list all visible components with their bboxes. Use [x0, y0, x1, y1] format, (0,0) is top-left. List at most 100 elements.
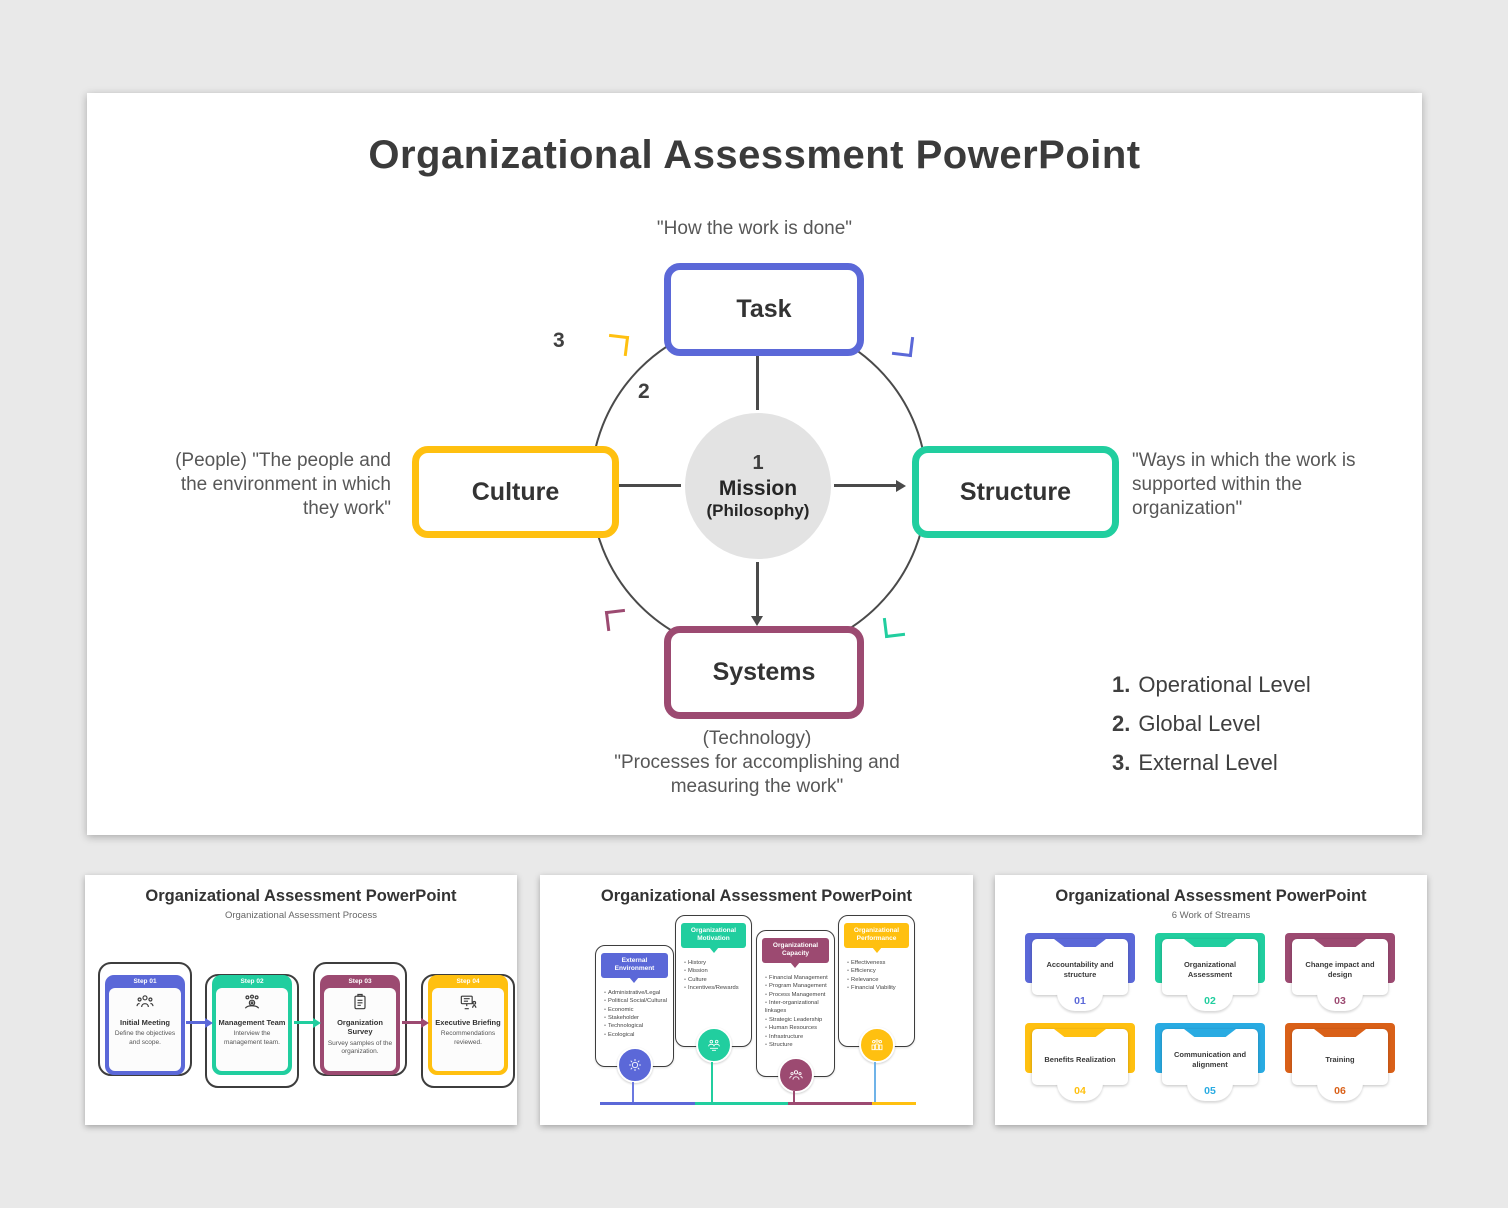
step-title: Executive Briefing	[435, 1018, 501, 1027]
card-notch	[1184, 1029, 1236, 1037]
systems-quote-line: (Technology)	[702, 728, 812, 749]
list-item: Culture	[684, 976, 748, 984]
framework-column-organizational-performance: Organizational Performance Effectiveness…	[838, 915, 915, 1063]
systems-node: Systems	[664, 626, 864, 719]
arrow-to-structure	[834, 484, 898, 487]
list-item: Economic	[604, 1006, 670, 1014]
list-item: Mission	[684, 967, 748, 975]
stream-card-5: Communication and alignment 05	[1155, 1023, 1265, 1101]
column-stem-line	[711, 1062, 713, 1102]
slide-subtitle: 6 Work of Streams	[1171, 910, 1251, 921]
step-body: Organization Survey Survey samples of th…	[324, 988, 396, 1071]
structure-quote-line: supported within the	[1132, 474, 1303, 495]
list-item: Inter-organizational linkages	[765, 999, 831, 1016]
slide-title: Organizational Assessment PowerPoint	[145, 887, 457, 905]
culture-quote-line: (People) "The people and	[175, 450, 391, 471]
stream-label: Change impact and design	[1305, 959, 1375, 979]
card-body: Training	[1292, 1029, 1388, 1085]
arrow-to-systems-head-icon	[751, 616, 763, 626]
systems-quote-line: "Processes for accomplishing and	[614, 752, 900, 773]
stream-card-2: Organizational Assessment 02	[1155, 933, 1265, 1011]
stream-label: Accountability and structure	[1046, 959, 1114, 979]
column-stem-line	[874, 1062, 876, 1102]
level-2-number: 2	[638, 380, 650, 403]
stream-label: Training	[1325, 1054, 1355, 1064]
arrow-to-structure-head-icon	[896, 480, 906, 492]
list-item: Strategic Leadership	[765, 1016, 831, 1024]
structure-quote-line: organization"	[1132, 498, 1243, 519]
task-quote: "How the work is done"	[656, 218, 853, 239]
legend-number: 2.	[1112, 711, 1131, 736]
column-header: Organizational Capacity	[762, 938, 829, 963]
list-item: Administrative/Legal	[604, 989, 670, 997]
list-item: Ecological	[604, 1031, 670, 1039]
process-step-1: Step 01 Initial Meeting Define the objec…	[98, 962, 192, 1076]
arc-arrow-yellow-icon	[606, 333, 630, 357]
column-items: Financial Management Program Management …	[757, 974, 834, 1050]
culture-node: Culture	[412, 446, 619, 538]
structure-quote-line: "Ways in which the work is	[1132, 450, 1356, 471]
slide-title: Organizational Assessment PowerPoint	[600, 887, 913, 905]
step-outline	[98, 962, 192, 1076]
card-notch	[1314, 1029, 1366, 1037]
legend-number: 3.	[1112, 750, 1131, 775]
arrow-to-culture	[617, 484, 681, 487]
arrow-to-systems	[756, 562, 759, 618]
culture-quote: (People) "The people and the environment…	[157, 449, 391, 521]
step-description: Recommendations reviewed.	[440, 1030, 496, 1046]
step-card: Step 04 Executive Briefing Recommendatio…	[428, 975, 508, 1075]
step-card: Step 01 Initial Meeting Define the objec…	[105, 975, 185, 1075]
card-body: Benefits Realization	[1032, 1029, 1128, 1085]
list-item: Technological	[604, 1022, 670, 1030]
list-item: Relevance	[847, 976, 911, 984]
card-notch	[1184, 939, 1236, 947]
thumbnail-slide-streams[interactable]: Organizational Assessment PowerPoint 6 W…	[995, 875, 1427, 1125]
stream-card-6: Training 06	[1285, 1023, 1395, 1101]
legend-item: 1.Operational Level	[1112, 665, 1311, 704]
structure-node: Structure	[912, 446, 1119, 538]
arc-arrow-green-icon	[882, 615, 906, 639]
column-items: Effectiveness Efficiency Relevance Finan…	[839, 959, 914, 993]
mission-label: Mission	[718, 476, 798, 500]
clipboard-survey-icon	[354, 993, 366, 1010]
process-step-2: Step 02 Management Team Interview the ma…	[205, 974, 299, 1088]
list-item: Stakeholder	[604, 1014, 670, 1022]
thumbnail-slide-framework[interactable]: Organizational Assessment PowerPoint Ext…	[540, 875, 973, 1125]
level-legend: 1.Operational Level 2.Global Level 3.Ext…	[1112, 665, 1311, 782]
level-3-number: 3	[553, 329, 565, 352]
list-item: Financial Management	[765, 974, 831, 982]
card-body: Change impact and design	[1292, 939, 1388, 995]
slide-subtitle: Organizational Assessment Process	[224, 910, 378, 921]
stream-card-1: Accountability and structure 01	[1025, 933, 1135, 1011]
capacity-icon	[777, 1057, 814, 1093]
meeting-people-icon	[136, 995, 154, 1008]
task-node: Task	[664, 263, 864, 356]
step-title: Management Team	[218, 1018, 286, 1027]
stream-number: 05	[1187, 1083, 1233, 1101]
legend-label: Operational Level	[1138, 672, 1311, 697]
legend-item: 2.Global Level	[1112, 704, 1311, 743]
step-connector-arrow-icon	[402, 1017, 429, 1028]
list-item: History	[684, 959, 748, 967]
list-item: Political Social/Cultural	[604, 997, 670, 1005]
stream-label: Organizational Assessment	[1183, 959, 1237, 979]
card-notch	[1054, 1029, 1106, 1037]
framework-column-organizational-capacity: Organizational Capacity Financial Manage…	[756, 930, 835, 1093]
stream-number: 02	[1187, 993, 1233, 1011]
thumbnail-slide-process[interactable]: Organizational Assessment PowerPoint Org…	[85, 875, 517, 1125]
framework-column-external-environment: External Environment Administrative/Lega…	[595, 945, 674, 1083]
step-connector-arrow-icon	[186, 1017, 213, 1028]
step-description: Define the objectives and scope.	[114, 1030, 176, 1046]
stream-number: 01	[1057, 993, 1103, 1011]
stream-card-4: Benefits Realization 04	[1025, 1023, 1135, 1101]
arc-arrow-blue-icon	[891, 334, 915, 358]
column-stem-line	[632, 1082, 634, 1102]
baseline-segment	[600, 1102, 695, 1105]
list-item: Effectiveness	[847, 959, 911, 967]
list-item: Efficiency	[847, 967, 911, 975]
slide-title: Organizational Assessment PowerPoint	[368, 133, 1141, 177]
baseline-segment	[872, 1102, 916, 1105]
framework-column-organizational-motivation: Organizational Motivation History Missio…	[675, 915, 752, 1063]
list-item: Infrastructure	[765, 1033, 831, 1041]
culture-quote-line: they work"	[302, 498, 391, 519]
